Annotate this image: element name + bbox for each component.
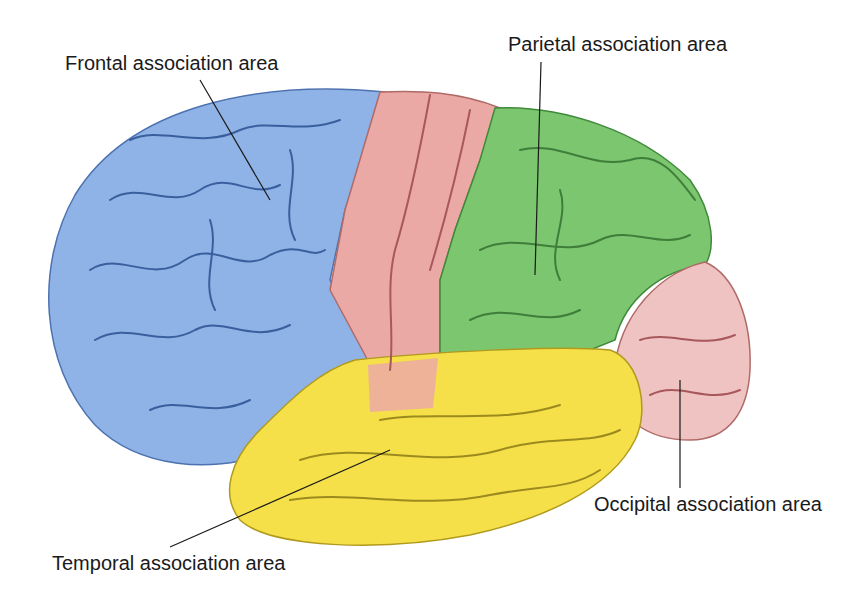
temporal-region (230, 348, 642, 545)
gyrus-line (110, 183, 280, 200)
gyrus-line (130, 120, 340, 140)
region-label: Temporal association area (50, 552, 287, 575)
gyrus-line (640, 335, 735, 341)
region-label: Parietal association area (506, 33, 729, 56)
gyrus-line (300, 430, 620, 460)
leader-line (535, 62, 541, 275)
gyrus-line (470, 310, 580, 320)
region-label: Frontal association area (63, 52, 280, 75)
gyrus-line (520, 148, 695, 200)
gyrus-line (150, 400, 250, 410)
leader-line (200, 80, 270, 200)
leader-line (170, 450, 390, 547)
sulcus-line (390, 95, 430, 370)
gyrus-line (209, 220, 215, 310)
gyri (90, 95, 740, 501)
gyrus-line (480, 235, 690, 250)
gyrus-line (290, 470, 600, 501)
region-label: Occipital association area (592, 493, 824, 516)
leader-line (679, 380, 680, 488)
central-strip-patch (368, 358, 438, 412)
gyrus-line (90, 249, 325, 270)
gyrus-line (650, 390, 740, 395)
sulcus-line (430, 110, 470, 270)
gyrus-line (95, 325, 290, 340)
gyrus-line (380, 405, 560, 420)
gyrus-line (555, 190, 562, 280)
gyrus-line (289, 150, 295, 240)
